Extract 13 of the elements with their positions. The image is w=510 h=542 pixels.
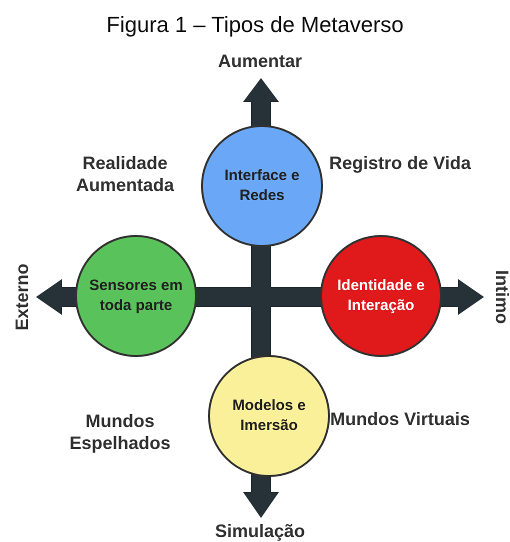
node-label: Identidade e Interação [336, 276, 426, 316]
axis-label: Intimo [491, 269, 510, 326]
axis-label: Aumentar [216, 50, 303, 72]
quadrant-label: Realidade Aumentada [74, 152, 176, 196]
axis-label: Simulação [214, 520, 306, 542]
node-label: Modelos e Imersão [231, 396, 307, 436]
quadrant-label: Mundos Espelhados [68, 410, 172, 454]
quadrant-label: Registro de Vida [328, 152, 472, 174]
diagram-title: Figura 1 – Tipos de Metaverso [105, 12, 405, 38]
axis-label: Externo [11, 262, 33, 333]
quadrant-label: Mundos Virtuais [330, 408, 470, 430]
node-label: Interface e Redes [223, 166, 301, 206]
node-label: Sensores em toda parte [88, 276, 184, 316]
